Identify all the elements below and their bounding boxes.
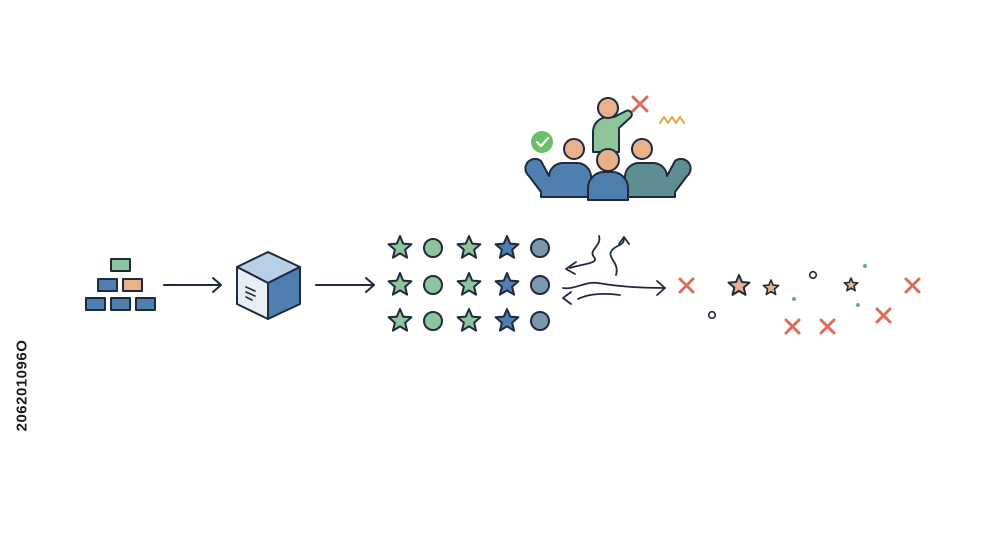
cross-mark bbox=[678, 277, 695, 294]
star-shape bbox=[387, 235, 413, 259]
cross-mark bbox=[819, 318, 836, 335]
star-shape bbox=[494, 272, 520, 296]
cross-mark bbox=[904, 277, 921, 294]
circle-shape bbox=[423, 275, 443, 295]
star-shape bbox=[387, 308, 413, 332]
star-shape bbox=[762, 279, 780, 296]
star-shape bbox=[456, 308, 482, 332]
data-cube-icon bbox=[236, 251, 301, 320]
star-shape bbox=[456, 272, 482, 296]
brick-stack-icon bbox=[85, 258, 156, 311]
star-shape bbox=[494, 308, 520, 332]
circle-shape bbox=[423, 311, 443, 331]
arrow-right-icon bbox=[315, 277, 375, 293]
star-shape bbox=[727, 274, 751, 296]
circle-shape bbox=[530, 238, 550, 258]
star-shape bbox=[494, 235, 520, 259]
stock-id: 206201096O bbox=[13, 339, 31, 431]
team-vote-icon bbox=[524, 95, 692, 201]
star-shape bbox=[843, 277, 859, 292]
cross-mark bbox=[875, 307, 892, 324]
star-shape bbox=[456, 235, 482, 259]
arrow-right-icon bbox=[163, 277, 222, 293]
cross-mark bbox=[784, 318, 801, 335]
circle-shape bbox=[530, 275, 550, 295]
star-shape bbox=[387, 272, 413, 296]
circle-shape bbox=[530, 311, 550, 331]
scattered-results-icon bbox=[678, 264, 921, 335]
rating-grid-icon bbox=[387, 235, 550, 332]
circle-shape bbox=[423, 238, 443, 258]
winding-arrows-icon bbox=[562, 235, 666, 305]
